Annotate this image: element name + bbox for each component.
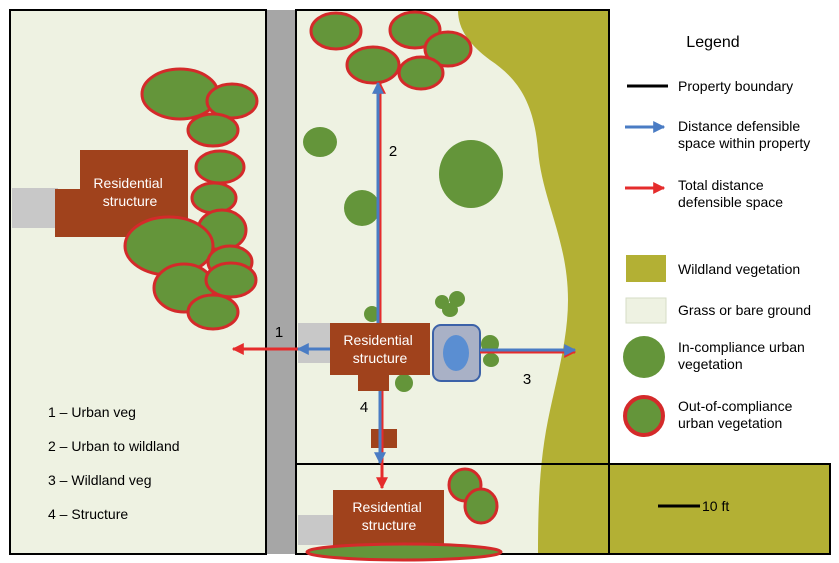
wildland-swatch — [626, 255, 666, 282]
legend-out-of-compliance: Out-of-compliance urban vegetation — [678, 398, 796, 431]
out-of-compliance-shrub — [463, 487, 499, 525]
out-of-compliance-shrub — [204, 261, 258, 299]
left-residential-structure — [55, 150, 188, 237]
in-compliance-shrub — [449, 291, 465, 307]
shed — [371, 429, 397, 448]
scale-label: 10 ft — [702, 498, 729, 514]
bottom-right-boundary — [608, 463, 831, 555]
distance-label-1: 1 — [275, 324, 283, 341]
legend-out-of-compliance-line1: Out-of-compliance — [678, 398, 793, 414]
center-house-label-line2: structure — [353, 350, 408, 366]
distance-label-4: 4 — [360, 399, 368, 416]
left-house-label: Residential structure — [93, 175, 166, 209]
out-of-compliance-shrub — [140, 67, 220, 121]
bottom-lot-vegetation — [305, 467, 503, 562]
distance-arrows — [231, 81, 577, 490]
legend-total-distance: Total distance defensible space — [678, 177, 783, 210]
grass-swatch — [625, 297, 667, 324]
left-lot-vegetation — [123, 67, 259, 331]
center-top-vegetation — [309, 10, 473, 91]
key-item-4: 4 – Structure — [48, 506, 128, 522]
bottom-residential-structure — [333, 490, 444, 546]
legend-in-compliance-line1: In-compliance urban — [678, 339, 805, 355]
legend-distance-within-line2: space within property — [678, 135, 810, 151]
center-driveway — [298, 323, 330, 363]
legend-grass: Grass or bare ground — [678, 302, 811, 318]
distance-label-3: 3 — [523, 371, 531, 388]
road — [267, 10, 295, 554]
bottom-driveway — [298, 515, 334, 545]
out-of-compliance-shrub — [423, 30, 473, 68]
in-compliance-tree — [439, 140, 503, 208]
legend-out-of-compliance-line2: urban vegetation — [678, 415, 782, 431]
out-of-compliance-shrub — [309, 11, 363, 51]
bottom-house-label: Residential structure — [352, 499, 425, 533]
out-of-compliance-shrub — [194, 149, 246, 185]
in-compliance-shrub — [364, 306, 380, 322]
out-of-compliance-swatch — [623, 395, 665, 437]
legend-total-distance-line1: Total distance — [678, 177, 764, 193]
out-of-compliance-shrub — [190, 181, 238, 215]
center-residential-structure — [330, 323, 430, 391]
legend-title: Legend — [686, 34, 739, 51]
center-house-label-line1: Residential — [343, 332, 412, 348]
out-of-compliance-shrub — [397, 55, 445, 91]
out-of-compliance-shrub — [186, 112, 240, 148]
left-house-label-line1: Residential — [93, 175, 162, 191]
in-compliance-shrub — [395, 374, 413, 392]
out-of-compliance-shrub — [186, 293, 240, 331]
in-compliance-shrub — [483, 353, 499, 367]
key-item-2: 2 – Urban to wildland — [48, 438, 180, 454]
legend-distance-within: Distance defensible space within propert… — [678, 118, 810, 151]
legend-in-compliance-line2: vegetation — [678, 356, 743, 372]
distance-label-2: 2 — [389, 143, 397, 160]
out-of-compliance-hedge — [305, 542, 503, 562]
legend: Legend Property boundary Distance defens… — [623, 34, 811, 437]
legend-property-boundary: Property boundary — [678, 78, 793, 94]
in-compliance-shrub — [442, 303, 458, 317]
out-of-compliance-shrub — [345, 45, 401, 85]
pool — [443, 335, 469, 371]
legend-total-distance-line2: defensible space — [678, 194, 783, 210]
center-in-compliance-vegetation — [303, 127, 503, 392]
key-item-3: 3 – Wildland veg — [48, 472, 152, 488]
distance-key: 1 – Urban veg 2 – Urban to wildland 3 – … — [48, 404, 180, 522]
in-compliance-swatch — [623, 336, 665, 378]
bottom-house-label-line1: Residential — [352, 499, 421, 515]
legend-distance-within-line1: Distance defensible — [678, 118, 800, 134]
legend-wildland: Wildland vegetation — [678, 261, 800, 277]
in-compliance-tree — [344, 190, 380, 226]
left-driveway — [12, 188, 58, 228]
wildland-vegetation-area — [458, 10, 609, 554]
key-item-1: 1 – Urban veg — [48, 404, 136, 420]
center-house-label: Residential structure — [343, 332, 416, 366]
in-compliance-tree — [303, 127, 337, 157]
bottom-right-wildland — [609, 464, 830, 554]
legend-in-compliance: In-compliance urban vegetation — [678, 339, 809, 372]
left-house-label-line2: structure — [103, 193, 158, 209]
left-lot-boundary — [9, 9, 267, 555]
bottom-house-label-line2: structure — [362, 517, 417, 533]
